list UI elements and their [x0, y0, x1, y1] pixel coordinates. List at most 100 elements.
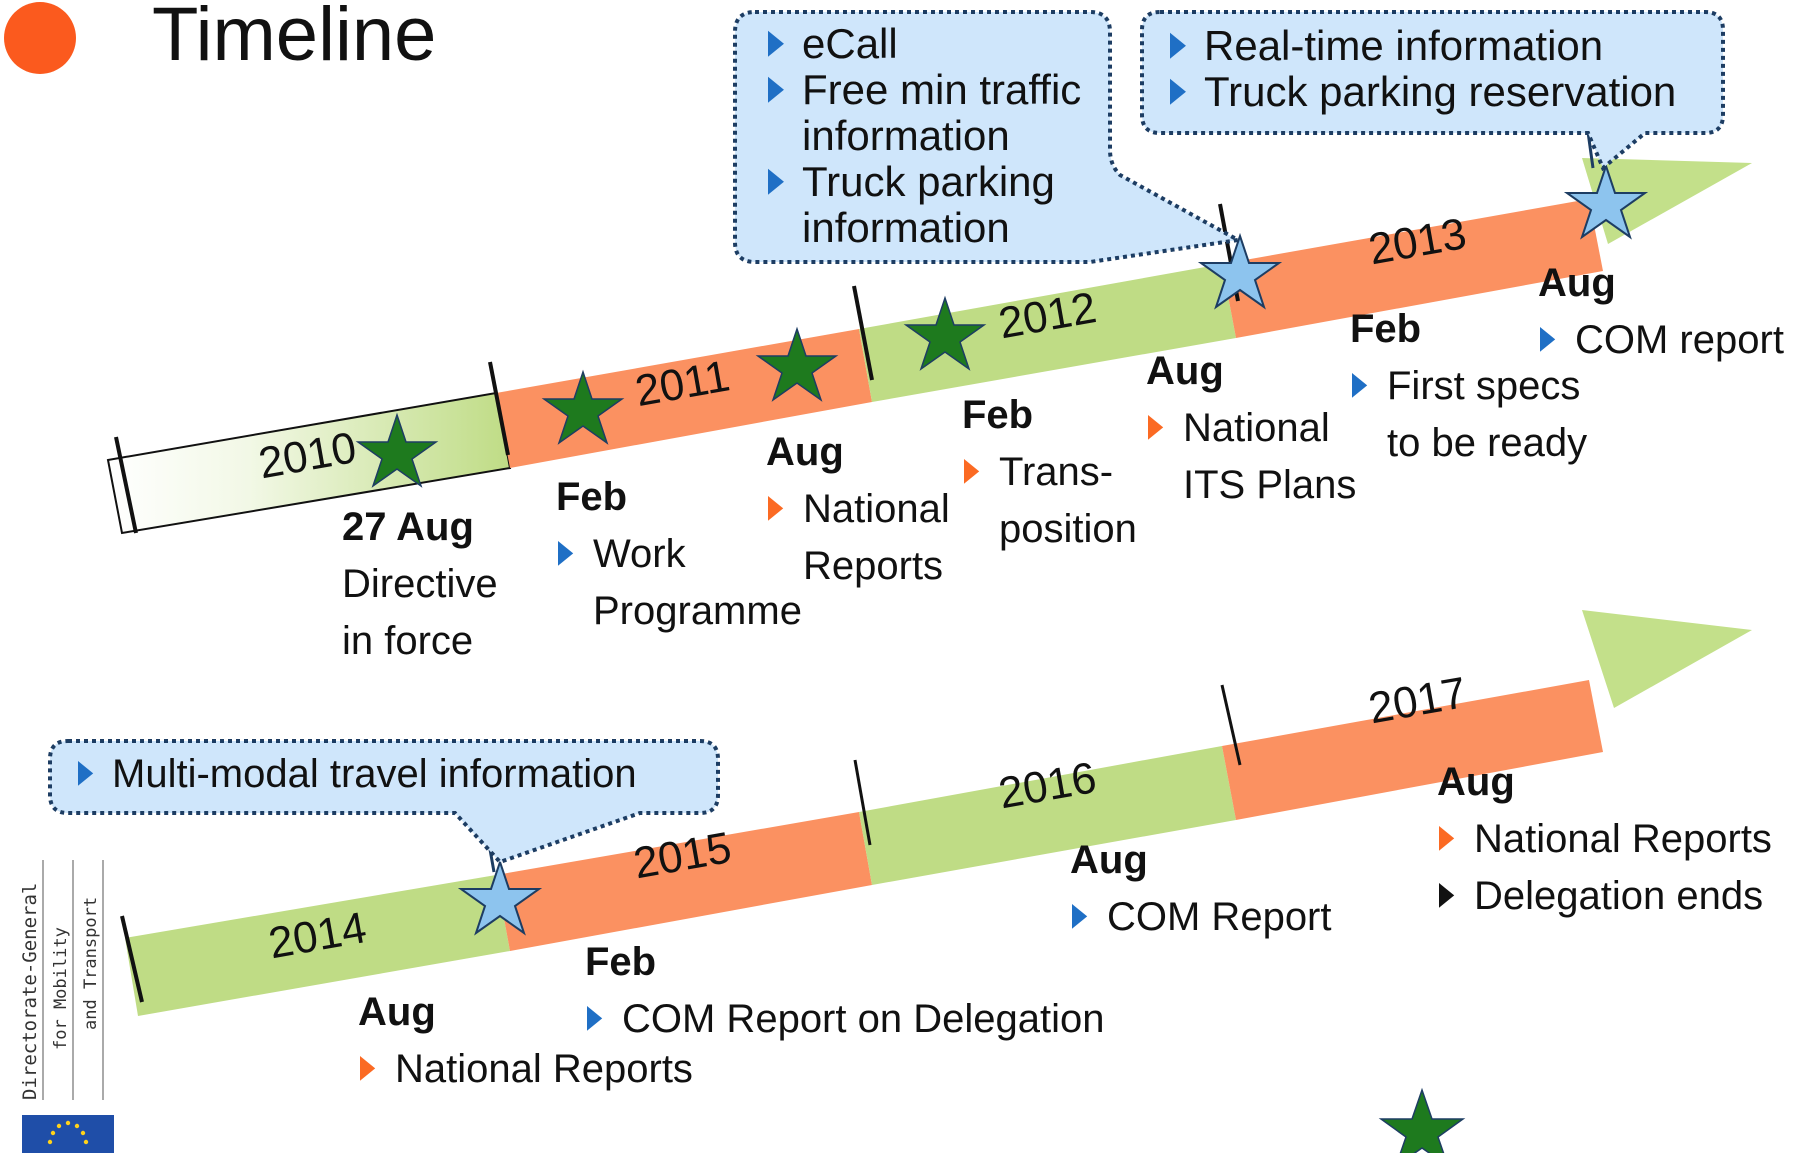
star-green-icon — [355, 412, 439, 488]
milestone-date: Aug — [1070, 838, 1148, 882]
milestone-date: Aug — [1437, 760, 1515, 804]
bullet-triangle-icon — [1439, 826, 1455, 851]
legend-star-green-icon — [1378, 1087, 1466, 1153]
page-title: Timeline — [152, 0, 436, 77]
milestone-text: National Reports — [1474, 817, 1772, 861]
bullet-triangle-icon — [768, 30, 784, 57]
milestone-text: First specs — [1387, 364, 1580, 408]
logo-line-1: Directorate-General — [19, 883, 41, 1100]
bullet-triangle-icon — [1439, 883, 1455, 908]
timeline-top: 2010 2011 2012 2013 — [106, 131, 1752, 535]
milestone-text: eCall — [802, 20, 898, 67]
milestone-text: to be ready — [1387, 421, 1587, 465]
eu-flag-stars-icon — [47, 1120, 89, 1145]
milestone-text: National — [803, 487, 950, 531]
segment-2014 — [125, 875, 510, 1016]
bullet-triangle-icon — [768, 496, 784, 521]
callout-bubble — [48, 739, 720, 865]
bullet-triangle-icon — [1540, 327, 1556, 352]
segment-2016 — [859, 746, 1236, 885]
tick-mark — [114, 436, 138, 534]
milestone-text: Reports — [803, 544, 943, 588]
milestone-text: Delegation ends — [1474, 874, 1763, 918]
milestone-text: National Reports — [395, 1047, 693, 1091]
segment-2013 — [1222, 199, 1603, 338]
milestone-text: COM Report on Delegation — [622, 997, 1104, 1041]
tick-mark — [853, 759, 872, 846]
eu-flag-icon — [22, 1115, 114, 1153]
milestone-date: Feb — [585, 940, 656, 984]
callout-bottom — [48, 739, 720, 865]
dg-move-logo: Directorate-General for Mobility and Tra… — [19, 860, 114, 1153]
bullet-triangle-icon — [587, 1006, 603, 1031]
logo-line-3: and Transport — [81, 897, 101, 1030]
milestone-text: ITS Plans — [1183, 463, 1356, 507]
bullet-triangle-icon — [1170, 78, 1186, 105]
milestone-text: COM report — [1575, 318, 1784, 362]
star-blue-icon — [457, 858, 543, 936]
star-blue-icon — [1563, 162, 1649, 240]
tick-mark — [488, 361, 510, 456]
milestone-text: Trans- — [999, 450, 1113, 494]
callout-top-right — [1140, 10, 1725, 172]
bullet-triangle-icon — [768, 168, 784, 195]
milestone-text: COM Report — [1107, 895, 1332, 939]
milestone-text: Multi-modal travel information — [112, 752, 637, 796]
tick-mark — [1220, 684, 1242, 766]
bullet-triangle-icon — [1148, 415, 1164, 440]
milestone-text: Truck parking — [802, 158, 1055, 205]
milestone-date: Aug — [1146, 349, 1224, 393]
milestone-text: Truck parking reservation — [1204, 68, 1676, 115]
bullet-triangle-icon — [360, 1056, 376, 1081]
milestone-text: Directive — [342, 562, 498, 606]
star-green-icon — [755, 326, 839, 402]
star-green-icon — [903, 295, 987, 371]
bullet-triangle-icon — [78, 761, 94, 786]
bullet-triangle-icon — [964, 459, 980, 484]
bullet-triangle-icon — [1352, 373, 1368, 398]
milestone-text: Work — [593, 532, 687, 576]
segment-2012 — [859, 264, 1236, 402]
tick-mark — [852, 285, 874, 381]
milestone-text: information — [802, 112, 1010, 159]
bullet-triangle-icon — [1170, 32, 1186, 59]
milestone-text: Free min traffic — [802, 66, 1081, 113]
title-bullet-dot — [4, 2, 76, 74]
logo-line-2: for Mobility — [51, 927, 71, 1050]
milestone-date: Aug — [358, 990, 436, 1034]
star-blue-icon — [1197, 232, 1283, 310]
bullet-triangle-icon — [768, 76, 784, 103]
timeline-bottom: 2014 2015 2016 2017 — [120, 610, 1752, 1016]
tick-mark — [120, 915, 144, 1003]
milestone-text: Real-time information — [1204, 22, 1603, 69]
callout-text: Multi-modal travel information — [78, 752, 637, 796]
milestone-date: Aug — [766, 430, 844, 474]
milestone-date: Feb — [1350, 307, 1421, 351]
star-green-icon — [541, 369, 625, 445]
segment-2017 — [1222, 680, 1603, 820]
milestone-text: position — [999, 507, 1137, 551]
milestone-text: in force — [342, 619, 473, 663]
milestone-date: Feb — [556, 475, 627, 519]
bullet-triangle-icon — [558, 541, 574, 566]
milestone-text: information — [802, 204, 1010, 251]
bullet-triangle-icon — [1072, 904, 1088, 929]
callout-bubble — [733, 10, 1245, 264]
milestone-date: Feb — [962, 393, 1033, 437]
milestone-date: 27 Aug — [342, 505, 474, 549]
